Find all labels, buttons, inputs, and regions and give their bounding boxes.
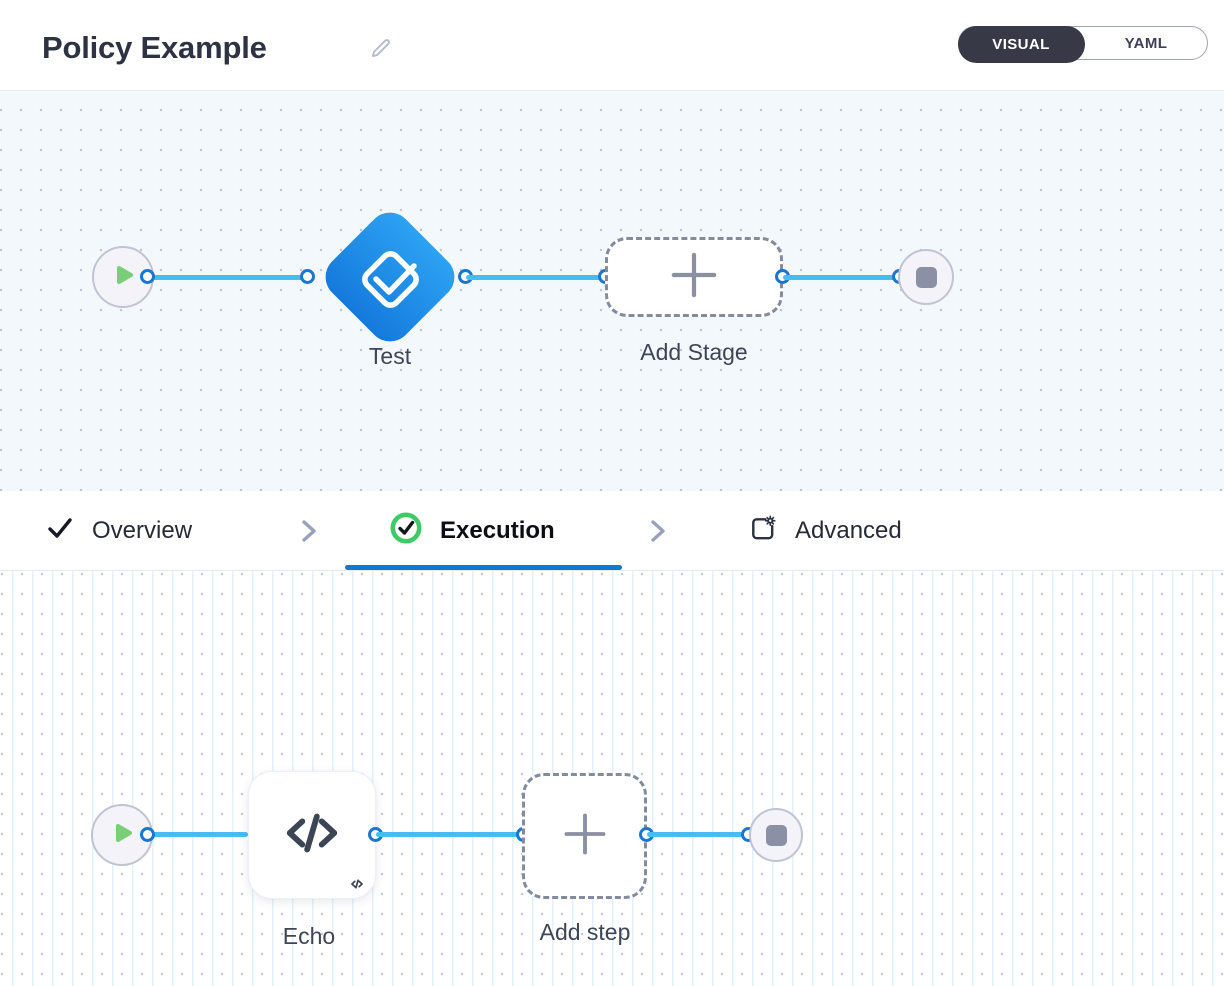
chevron-right-icon [299,515,319,547]
plus-icon [563,812,607,861]
tab-advanced-label: Advanced [795,516,902,544]
stage-tab-bar: Overview Execution [0,491,1224,571]
stop-icon [915,266,937,288]
add-stage-label: Add Stage [640,339,748,365]
connector-wire [466,275,606,280]
connector-wire [148,275,308,280]
tab-overview-label: Overview [92,516,193,544]
advanced-settings-icon [747,513,778,549]
step-node-label: Echo [282,923,336,949]
toggle-option-yaml[interactable]: YAML [1124,34,1168,52]
stage-node-label: Test [368,343,412,369]
connector-wire [647,832,749,837]
success-check-icon [389,511,423,550]
play-icon [107,818,137,853]
code-icon [279,802,345,869]
stage-node-test[interactable] [310,197,470,357]
tab-advanced[interactable]: Advanced [747,491,902,570]
add-stage-button[interactable] [605,237,783,317]
code-badge-icon [349,877,365,891]
connector-wire [783,275,900,280]
plus-icon [670,251,718,304]
step-node-echo[interactable] [248,771,376,899]
add-step-label: Add step [539,919,631,945]
add-step-button[interactable] [522,773,647,899]
execution-end-node[interactable] [749,808,803,862]
page-header: Policy Example VISUAL YAML [0,0,1224,91]
connector-wire [148,832,248,837]
pencil-icon [367,39,393,65]
play-icon [108,260,138,295]
execution-step-canvas: Echo Add step [0,571,1224,986]
visual-yaml-toggle: VISUAL YAML [957,25,1208,63]
connector-port[interactable] [300,269,315,284]
approval-check-icon [362,251,419,308]
tab-overview[interactable]: Overview [45,491,192,570]
tab-execution[interactable]: Execution [389,491,555,570]
active-tab-indicator [345,565,622,570]
pipeline-end-node[interactable] [898,249,954,305]
chevron-right-icon [648,515,668,547]
connector-port[interactable] [140,827,155,842]
edit-title-button[interactable] [366,36,394,64]
stage-canvas: Test Add Stage [0,91,1224,491]
page-title: Policy Example [42,30,267,65]
stop-icon [765,824,787,846]
connector-wire [376,832,524,837]
toggle-option-visual[interactable]: VISUAL [957,25,1085,63]
tab-execution-label: Execution [440,516,555,544]
check-icon [45,513,75,548]
connector-port[interactable] [140,269,155,284]
